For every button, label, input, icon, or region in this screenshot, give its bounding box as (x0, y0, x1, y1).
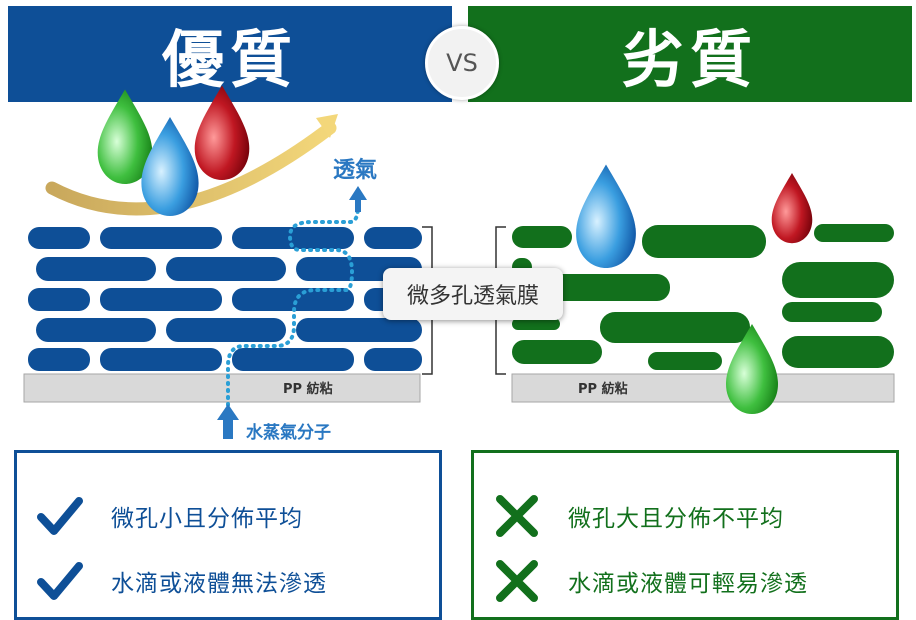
feature-text: 微孔大且分佈不平均 (568, 506, 784, 532)
vapor-molecule-label: 水蒸氣分子 (246, 423, 331, 443)
feature-row: 水滴或液體可輕易滲透 (494, 558, 808, 604)
airflow-arrowhead (316, 114, 338, 138)
vs-badge: VS (425, 26, 499, 100)
inferior-features-panel: 微孔大且分佈不平均 水滴或液體可輕易滲透 (471, 450, 899, 620)
feature-text: 水滴或液體無法滲透 (111, 571, 327, 597)
check-icon (37, 558, 83, 604)
quality-features-panel: 微孔小且分佈平均 水滴或液體無法滲透 (14, 450, 442, 620)
inferior-title: 劣質 (621, 23, 758, 96)
water-drop-icon (771, 173, 813, 244)
water-drop-icon (576, 164, 636, 268)
vapor-path (226, 204, 360, 414)
membrane-callout: 微多孔透氣膜 (383, 268, 563, 320)
water-drop-icon (141, 117, 199, 217)
feature-row: 水滴或液體無法滲透 (37, 558, 327, 604)
pp-spunbond-label-left: PP 紡粘 (283, 382, 333, 397)
right-pp-layer (511, 373, 895, 403)
cross-icon (494, 493, 540, 539)
comparison-illustration (23, 85, 895, 439)
feature-text: 水滴或液體可輕易滲透 (568, 571, 808, 597)
feature-row: 微孔大且分佈不平均 (494, 493, 784, 539)
breathable-label: 透氣 (333, 158, 378, 183)
left-pp-layer (23, 373, 421, 403)
arrow-up-icon (349, 186, 367, 212)
pp-spunbond-label-right: PP 紡粘 (578, 382, 628, 397)
cross-icon (494, 558, 540, 604)
right-membrane (510, 224, 894, 370)
check-icon (37, 493, 83, 539)
feature-text: 微孔小且分佈平均 (111, 506, 303, 532)
vapor-arrow-icon (217, 404, 239, 439)
water-drop-icon (194, 85, 250, 180)
feature-row: 微孔小且分佈平均 (37, 493, 303, 539)
quality-title: 優質 (161, 23, 298, 96)
left-membrane (28, 227, 422, 371)
inferior-banner: 劣質 (468, 6, 912, 102)
quality-banner: 優質 (8, 6, 452, 102)
